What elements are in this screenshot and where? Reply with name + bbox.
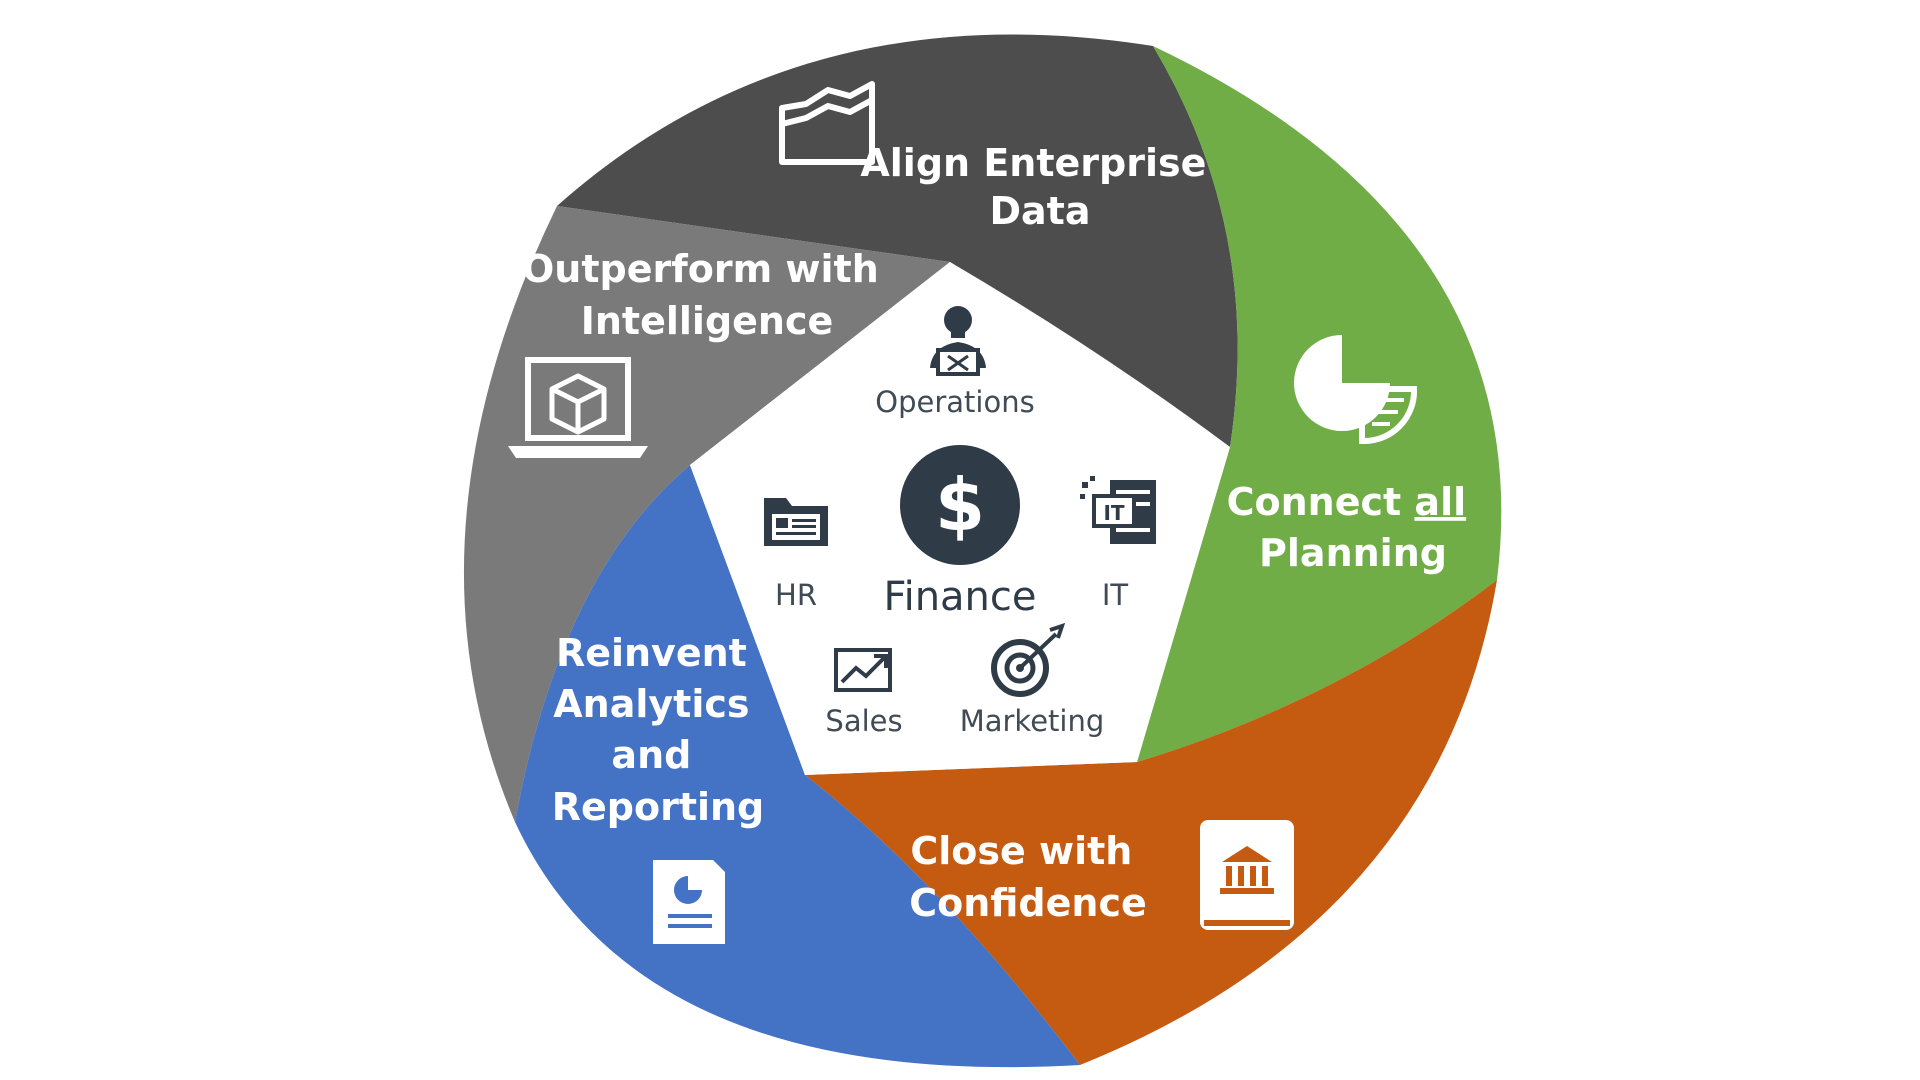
laptop-cube-icon bbox=[508, 357, 648, 458]
trend-chart-icon bbox=[834, 648, 892, 692]
connect-title: Connect all Planning bbox=[1227, 480, 1480, 575]
worker-icon bbox=[930, 306, 986, 376]
pie-chart-icon bbox=[1294, 335, 1418, 445]
report-document-icon bbox=[653, 860, 725, 944]
close-title: Close with Confidence bbox=[909, 829, 1147, 925]
operations-label: Operations bbox=[875, 385, 1034, 419]
bank-book-icon bbox=[1200, 820, 1294, 930]
it-label: IT bbox=[1102, 578, 1129, 612]
dollar-icon: $ bbox=[935, 463, 985, 547]
finance-hub-circle bbox=[900, 445, 1020, 565]
area-chart-icon bbox=[779, 81, 875, 165]
outperform-title: Outperform with Intelligence bbox=[522, 247, 892, 343]
target-icon bbox=[991, 622, 1066, 697]
hr-label: HR bbox=[775, 578, 817, 612]
id-folder-icon bbox=[764, 498, 828, 546]
server-icon: IT bbox=[1080, 476, 1156, 544]
segment-align-enterprise-data bbox=[557, 34, 1238, 448]
segment-close-with-confidence bbox=[805, 580, 1497, 1065]
sales-label: Sales bbox=[825, 704, 902, 738]
finance-label: Finance bbox=[883, 574, 1036, 620]
align-title: Align Enterprise Data bbox=[860, 141, 1219, 233]
svg-text:IT: IT bbox=[1103, 501, 1124, 525]
marketing-label: Marketing bbox=[960, 704, 1105, 738]
reinvent-title: Reinvent Analytics and Reporting bbox=[552, 631, 765, 829]
